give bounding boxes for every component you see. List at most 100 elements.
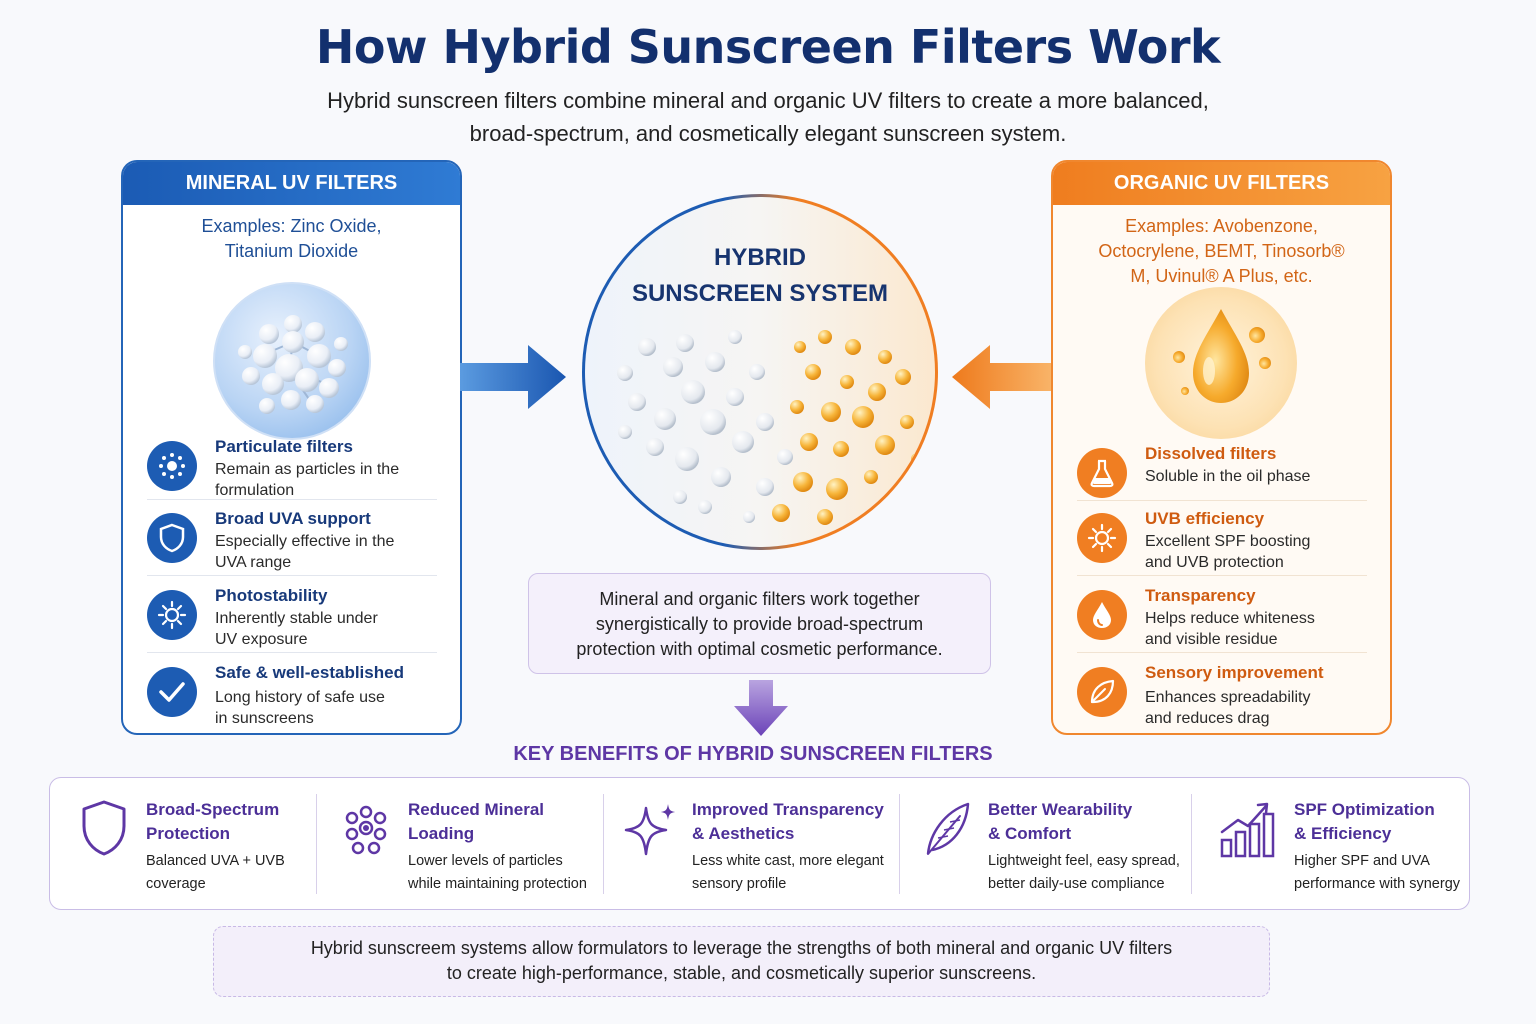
title-line: HYBRID	[713, 244, 806, 271]
feature-title: Particulate filters	[215, 437, 353, 456]
benefit-description-line: Lightweight feel, easy spread,	[988, 853, 1180, 869]
arrow-down-icon	[734, 680, 788, 736]
benefit-title-line: Reduced Mineral	[408, 800, 545, 819]
feature-title: Photostability	[215, 586, 328, 605]
flask-icon	[1077, 448, 1127, 498]
footer-line: Hybrid sunscreem systems allow formulato…	[310, 938, 1173, 958]
oil-droplet-icon	[1173, 309, 1271, 403]
feature-description: Remain as particles in the formulation	[215, 459, 443, 501]
benefit-description: Balanced UVA + UVB coverage	[146, 850, 285, 896]
benefit-description-line: Lower levels of particles	[408, 853, 563, 869]
sparkle-icon	[624, 804, 675, 856]
benefits-panel: Broad-Spectrum Protection Balanced UVA +…	[49, 777, 1470, 910]
feature-divider	[147, 652, 437, 653]
summary-footer: Hybrid sunscreem systems allow formulato…	[213, 926, 1270, 997]
benefit-title: Reduced Mineral Loading	[408, 798, 544, 846]
arrow-right-icon	[460, 345, 566, 409]
hybrid-system-circle	[582, 194, 938, 550]
benefit-title-line: Better Wearability	[988, 800, 1133, 819]
benefit-description-line: sensory profile	[692, 876, 787, 892]
footer-line: to create high-performance, stable, and …	[446, 963, 1037, 983]
benefit-title: SPF Optimization & Efficiency	[1294, 798, 1435, 846]
check-icon	[147, 667, 197, 717]
mineral-feature: Particulate filters Remain as particles …	[147, 437, 437, 513]
shield-outline-icon	[82, 800, 126, 856]
particles-icon	[345, 805, 387, 855]
mineral-feature: Photostability Inherently stable under U…	[147, 586, 437, 662]
organic-panel-header: ORGANIC UV FILTERS	[1053, 162, 1390, 205]
examples-line: Examples: Avobenzone,	[1125, 216, 1318, 236]
benefit-item: Improved Transparency & Aesthetics Less …	[624, 778, 900, 911]
benefit-item: Reduced Mineral Loading Lower levels of …	[340, 778, 610, 911]
benefit-title: Better Wearability & Comfort	[988, 798, 1132, 846]
benefit-separator	[316, 794, 317, 894]
subtitle-line: broad-spectrum, and cosmetically elegant…	[469, 121, 1067, 146]
feature-title: Broad UVA support	[215, 509, 371, 528]
description-line: and visible residue	[1145, 631, 1278, 648]
feature-description: Excellent SPF boosting and UVB protectio…	[1145, 531, 1373, 573]
feature-divider	[1077, 652, 1367, 653]
feature-description: Helps reduce whiteness and visible resid…	[1145, 608, 1373, 650]
benefit-title-line: SPF Optimization	[1294, 800, 1435, 819]
feature-description: Inherently stable under UV exposure	[215, 608, 443, 650]
mineral-feature: Broad UVA support Especially effective i…	[147, 509, 437, 585]
synergy-line: protection with optimal cosmetic perform…	[576, 639, 943, 659]
feature-title: Transparency	[1145, 586, 1256, 605]
synergy-callout: Mineral and organic filters work togethe…	[528, 573, 991, 674]
examples-line: Examples: Zinc Oxide,	[201, 216, 382, 236]
arrow-left-icon	[952, 345, 1054, 409]
feature-divider	[1077, 500, 1367, 501]
benefit-title-line: & Comfort	[988, 824, 1072, 843]
sun-icon	[147, 590, 197, 640]
mineral-panel-header: MINERAL UV FILTERS	[123, 162, 460, 205]
organic-feature: Transparency Helps reduce whiteness and …	[1077, 586, 1367, 662]
benefit-separator	[1191, 794, 1192, 894]
mineral-particles-icon	[238, 315, 348, 414]
description-line: UVA range	[215, 554, 292, 571]
bar-chart-icon	[1220, 802, 1275, 858]
benefit-description-line: performance with synergy	[1294, 876, 1461, 892]
description-line: and reduces drag	[1145, 710, 1270, 727]
organic-filters-panel: ORGANIC UV FILTERS Examples: Avobenzone,…	[1051, 160, 1392, 735]
benefit-title-line: & Aesthetics	[692, 824, 795, 843]
benefit-title: Broad-Spectrum Protection	[146, 798, 279, 846]
feature-divider	[147, 575, 437, 576]
droplet-icon	[1077, 590, 1127, 640]
benefit-description-line: Balanced UVA + UVB	[146, 853, 285, 869]
organic-droplet-illustration	[1145, 287, 1297, 439]
benefit-description: Less white cast, more elegant sensory pr…	[692, 850, 884, 896]
mineral-examples: Examples: Zinc Oxide, Titanium Dioxide	[133, 214, 450, 264]
description-line: formulation	[215, 482, 295, 499]
benefit-description-line: Less white cast, more elegant	[692, 853, 884, 869]
description-line: Especially effective in the	[215, 533, 395, 550]
organic-feature: UVB efficiency Excellent SPF boosting an…	[1077, 509, 1367, 585]
description-line: Remain as particles in the	[215, 461, 400, 478]
benefit-separator	[899, 794, 900, 894]
description-line: Enhances spreadability	[1145, 689, 1311, 706]
benefit-separator	[603, 794, 604, 894]
benefit-title-line: Improved Transparency	[692, 800, 884, 819]
feature-title: Safe & well-established	[215, 663, 404, 682]
benefit-description: Lightweight feel, easy spread, better da…	[988, 850, 1180, 896]
benefit-title-line: & Efficiency	[1294, 824, 1392, 843]
description-line: UV exposure	[215, 631, 308, 648]
benefit-description-line: better daily-use compliance	[988, 876, 1165, 892]
benefit-title-line: Protection	[146, 824, 231, 843]
hybrid-system-title: HYBRID SUNSCREEN SYSTEM	[582, 240, 938, 312]
benefit-description: Higher SPF and UVA performance with syne…	[1294, 850, 1460, 896]
description-line: Soluble in the oil phase	[1145, 468, 1311, 485]
feature-title: Dissolved filters	[1145, 444, 1277, 463]
description-line: and UVB protection	[1145, 554, 1284, 571]
synergy-line: Mineral and organic filters work togethe…	[599, 589, 920, 609]
organic-examples: Examples: Avobenzone, Octocrylene, BEMT,…	[1063, 214, 1380, 289]
mineral-feature: Safe & well-established Long history of …	[147, 663, 437, 733]
sun-burst-icon	[147, 441, 197, 491]
benefit-item: Broad-Spectrum Protection Balanced UVA +…	[78, 778, 338, 911]
page-subtitle: Hybrid sunscreen filters combine mineral…	[200, 84, 1336, 150]
subtitle-line: Hybrid sunscreen filters combine mineral…	[327, 88, 1209, 113]
feature-description: Long history of safe use in sunscreens	[215, 687, 443, 729]
feature-description: Soluble in the oil phase	[1145, 466, 1373, 487]
mineral-filters-panel: MINERAL UV FILTERS Examples: Zinc Oxide,…	[121, 160, 462, 735]
benefit-title-line: Broad-Spectrum	[146, 800, 280, 819]
feature-description: Enhances spreadability and reduces drag	[1145, 687, 1373, 729]
